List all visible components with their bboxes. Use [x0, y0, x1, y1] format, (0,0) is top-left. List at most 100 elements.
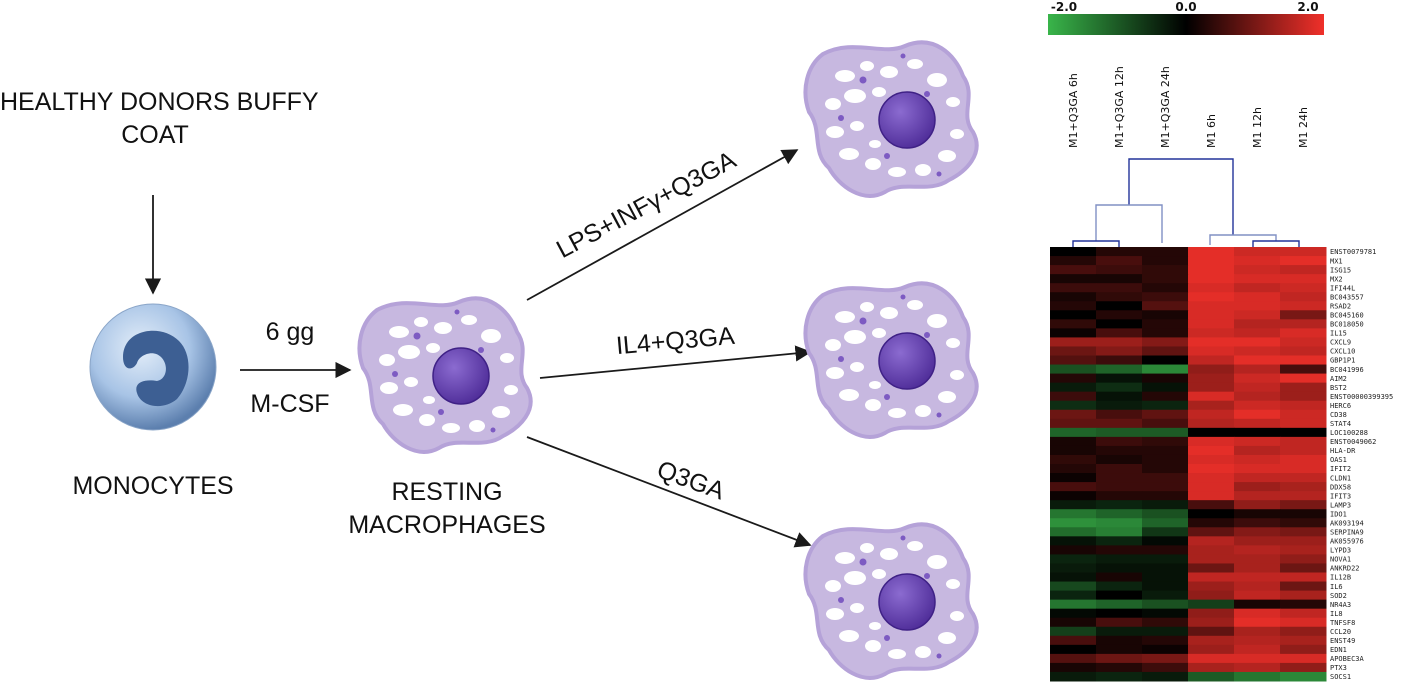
heatmap-cell	[1234, 653, 1281, 664]
heatmap-cell	[1280, 328, 1327, 338]
heatmap-cell	[1234, 436, 1281, 447]
heatmap-cell	[1096, 500, 1143, 510]
heatmap-cell	[1188, 265, 1235, 275]
monocyte-cell-icon	[89, 303, 217, 431]
heatmap-cell	[1234, 572, 1281, 583]
heatmap-cell	[1096, 319, 1143, 329]
heatmap-cell	[1280, 563, 1327, 573]
heatmap-cell	[1234, 346, 1281, 356]
gene-label: CCL20	[1330, 628, 1351, 636]
heatmap-cell	[1280, 653, 1327, 664]
heatmap-cell	[1280, 671, 1327, 682]
heatmap-cell	[1280, 355, 1327, 366]
dendrogram-left-branch	[1095, 204, 1163, 243]
heatmap-cell	[1280, 445, 1327, 456]
heatmap-cell	[1188, 491, 1235, 501]
heatmap-cell	[1280, 292, 1327, 302]
heatmap-cell	[1050, 581, 1097, 592]
heatmap-cell	[1280, 301, 1327, 311]
arrow-to-m2-treatment	[539, 345, 812, 379]
heatmap-cell	[1188, 337, 1235, 347]
heatmap-cell	[1142, 563, 1189, 573]
heatmap-cell	[1096, 283, 1143, 293]
heatmap-cell	[1234, 473, 1281, 483]
gene-labels: ENST0079781MX1ISG15MX2IFI44LBC043557RSAD…	[1330, 248, 1393, 681]
heatmap-cell	[1142, 671, 1189, 682]
gene-label: NOVA1	[1330, 556, 1351, 564]
heatmap-cell	[1096, 491, 1143, 501]
heatmap-cell	[1096, 671, 1143, 682]
heatmap-cell	[1280, 590, 1327, 601]
heatmap-cell	[1280, 337, 1327, 347]
heatmap-cell	[1142, 247, 1189, 257]
gene-label: CXCL10	[1330, 348, 1355, 356]
heatmap-cell	[1234, 500, 1281, 510]
duration-label: 6 gg	[265, 318, 315, 346]
heatmap-cell	[1188, 500, 1235, 510]
heatmap-cells	[1050, 247, 1327, 682]
heatmap-cell	[1234, 409, 1281, 420]
heatmap-cell	[1280, 319, 1327, 329]
heatmap-cell	[1188, 418, 1235, 429]
heatmap-cell	[1188, 626, 1235, 637]
column-label: M1+Q3GA 24h	[1159, 66, 1172, 148]
heatmap-cell	[1280, 247, 1327, 257]
heatmap-cell	[1096, 454, 1143, 465]
column-label: M1+Q3GA 12h	[1113, 66, 1126, 148]
heatmap-cell	[1096, 310, 1143, 320]
heatmap-cell	[1234, 509, 1281, 519]
gene-label: AK055976	[1330, 538, 1364, 546]
heatmap-cell	[1188, 635, 1235, 646]
heatmap-cell	[1050, 445, 1097, 456]
heatmap-cell	[1096, 617, 1143, 628]
heatmap-cell	[1188, 346, 1235, 356]
heatmap-cell	[1050, 391, 1097, 402]
dendrogram-root	[1128, 158, 1234, 235]
heatmap-cell	[1050, 626, 1097, 637]
heatmap-cell	[1050, 554, 1097, 564]
heatmap-cell	[1234, 274, 1281, 284]
heatmap-cell	[1188, 617, 1235, 628]
heatmap-cell	[1280, 310, 1327, 320]
heatmap-cell	[1188, 572, 1235, 583]
heatmap-cell	[1096, 346, 1143, 356]
heatmap-cell	[1280, 509, 1327, 519]
heatmap-cell	[1142, 464, 1189, 474]
gene-label: GBP1P1	[1330, 357, 1355, 365]
heatmap-cell	[1142, 364, 1189, 375]
heatmap-cell	[1234, 563, 1281, 573]
heatmap-cell	[1096, 373, 1143, 384]
heatmap-cell	[1234, 427, 1281, 438]
column-label: M1+Q3GA 6h	[1067, 73, 1080, 148]
heatmap-cell	[1188, 554, 1235, 564]
heatmap-cell	[1096, 337, 1143, 347]
heatmap-cell	[1050, 635, 1097, 646]
heatmap-cell	[1050, 500, 1097, 510]
heatmap-cell	[1050, 653, 1097, 664]
heatmap-cell	[1050, 247, 1097, 257]
heatmap-cell	[1096, 256, 1143, 266]
heatmap-cell	[1096, 464, 1143, 474]
gene-label: LYPD3	[1330, 547, 1351, 555]
heatmap-cell	[1234, 635, 1281, 646]
heatmap-cell	[1188, 400, 1235, 411]
heatmap-cell	[1096, 626, 1143, 637]
heatmap-cell	[1280, 382, 1327, 393]
gene-label: MX1	[1330, 257, 1343, 265]
heatmap-cell	[1188, 527, 1235, 537]
gene-label: SOCS1	[1330, 673, 1351, 681]
heatmap-cell	[1142, 310, 1189, 320]
heatmap-cell	[1234, 644, 1281, 655]
heatmap-cell	[1050, 373, 1097, 384]
heatmap-cell	[1050, 536, 1097, 546]
heatmap-cell	[1234, 662, 1281, 673]
heatmap-cell	[1280, 373, 1327, 384]
dendrogram	[1072, 158, 1300, 247]
heatmap-cell	[1050, 382, 1097, 393]
heatmap-cell	[1142, 328, 1189, 338]
heatmap-cell	[1142, 590, 1189, 601]
heatmap-cell	[1234, 554, 1281, 564]
heatmap-cell	[1188, 473, 1235, 483]
heatmap-cell	[1142, 391, 1189, 402]
heatmap-cell	[1234, 527, 1281, 537]
